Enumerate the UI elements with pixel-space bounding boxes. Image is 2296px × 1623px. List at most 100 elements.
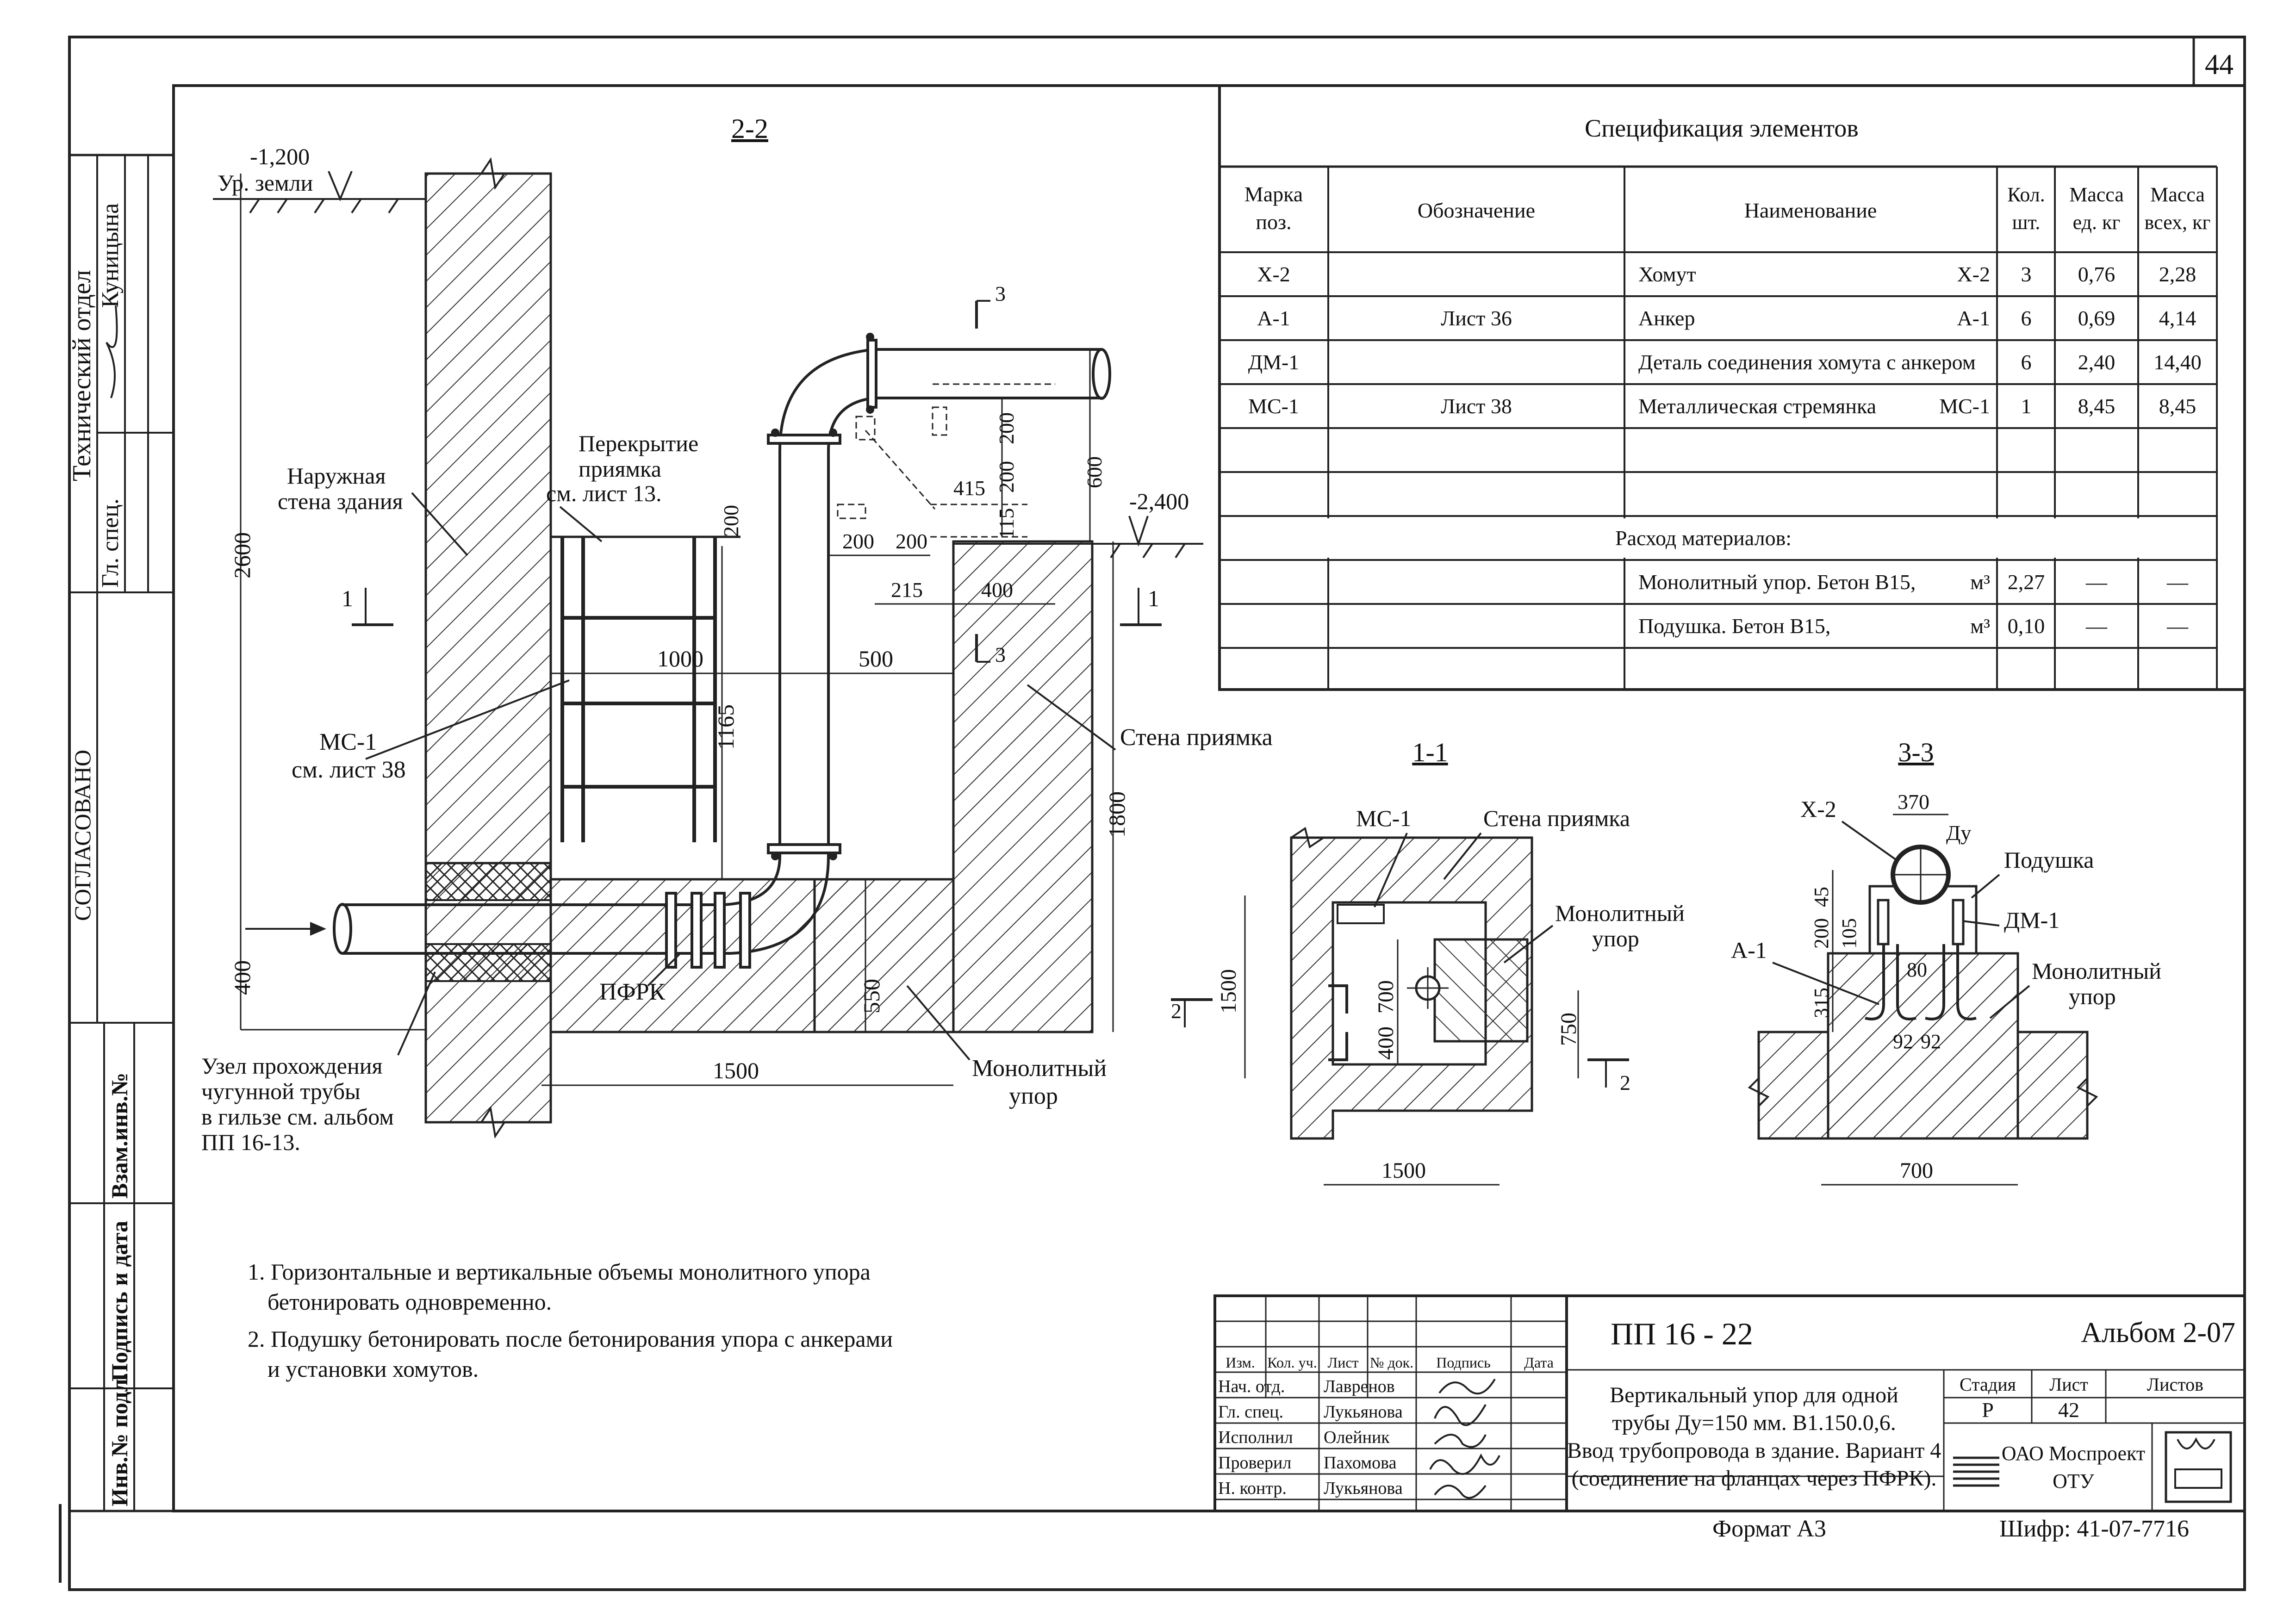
- svg-text:1: 1: [342, 585, 353, 611]
- svg-text:400: 400: [1374, 1026, 1398, 1060]
- svg-text:шт.: шт.: [2012, 211, 2041, 234]
- svg-text:600: 600: [1083, 456, 1106, 488]
- svg-text:Взам.инв.№: Взам.инв.№: [106, 1073, 132, 1199]
- svg-text:Расход материалов:: Расход материалов:: [1615, 526, 1792, 550]
- svg-text:Деталь соединения хомута с анк: Деталь соединения хомута с анкером: [1638, 350, 1976, 374]
- svg-text:Стена приямка: Стена приямка: [1483, 805, 1630, 831]
- svg-text:Марка: Марка: [1244, 182, 1303, 206]
- svg-text:Пахомова: Пахомова: [1324, 1453, 1397, 1473]
- svg-text:и установки хомутов.: и установки хомутов.: [268, 1356, 479, 1382]
- section-3-3: 3-3 Х-2 Ду Подушка ДМ-1 А-1 Монолитный у…: [1731, 737, 2161, 1186]
- svg-text:200: 200: [842, 529, 874, 553]
- svg-text:8,45: 8,45: [2078, 394, 2116, 418]
- svg-text:700: 700: [1900, 1158, 1933, 1183]
- svg-text:Хомут: Хомут: [1638, 262, 1696, 286]
- svg-text:Лукьянова: Лукьянова: [1324, 1479, 1403, 1498]
- svg-text:3: 3: [2021, 262, 2032, 286]
- svg-text:см. лист 38: см. лист 38: [292, 757, 406, 783]
- svg-text:см. лист 13.: см. лист 13.: [546, 480, 662, 506]
- svg-text:чугунной трубы: чугунной трубы: [201, 1078, 361, 1104]
- svg-text:А-1: А-1: [1257, 306, 1290, 330]
- svg-text:Монолитный: Монолитный: [972, 1055, 1107, 1082]
- svg-text:№ док.: № док.: [1370, 1354, 1413, 1371]
- svg-text:115: 115: [995, 508, 1018, 539]
- svg-text:45: 45: [1810, 887, 1833, 907]
- svg-text:3-3: 3-3: [1898, 737, 1934, 767]
- svg-text:6: 6: [2021, 306, 2032, 330]
- pit-wall: [952, 540, 1094, 1033]
- svg-text:Проверил: Проверил: [1218, 1453, 1291, 1473]
- svg-text:Подпись: Подпись: [1436, 1354, 1491, 1371]
- svg-text:Х-2: Х-2: [1957, 262, 1990, 286]
- svg-text:14,40: 14,40: [2153, 350, 2202, 374]
- svg-text:400: 400: [229, 960, 255, 995]
- svg-text:2,27: 2,27: [2008, 570, 2045, 594]
- svg-text:в гильзе см. альбом: в гильзе см. альбом: [201, 1104, 394, 1130]
- notes: 1. Горизонтальные и вертикальные объемы …: [248, 1259, 893, 1382]
- side-stamp: Технический отдел Гл. спец. Куницына СОГ…: [68, 154, 175, 1512]
- svg-text:Инв.№ подл.: Инв.№ подл.: [106, 1373, 132, 1506]
- section-2-2-title: 2-2: [731, 113, 768, 144]
- svg-text:Металлическая стремянка: Металлическая стремянка: [1638, 394, 1876, 418]
- svg-text:200: 200: [719, 505, 743, 537]
- svg-text:А-1: А-1: [1957, 306, 1990, 330]
- svg-text:упор: упор: [1592, 926, 1639, 951]
- svg-text:Наружная: Наружная: [287, 463, 386, 489]
- svg-text:700: 700: [1374, 980, 1398, 1014]
- svg-text:200: 200: [1810, 918, 1833, 949]
- section-1-1: 1-1 МС-1 Стена приямка Монолитный упор 1…: [1171, 737, 1685, 1186]
- svg-text:Н. контр.: Н. контр.: [1218, 1479, 1287, 1498]
- svg-text:Анкер: Анкер: [1638, 306, 1695, 330]
- svg-text:2,28: 2,28: [2159, 262, 2196, 286]
- svg-text:Лист 38: Лист 38: [1441, 394, 1512, 418]
- svg-text:Лист: Лист: [1327, 1354, 1358, 1371]
- svg-text:200: 200: [896, 529, 927, 553]
- svg-text:Обозначение: Обозначение: [1418, 199, 1535, 222]
- svg-text:Подушка. Бетон В15,: Подушка. Бетон В15,: [1638, 614, 1830, 638]
- title-block: Изм. Кол. уч. Лист № док. Подпись Дата Н…: [1213, 1294, 2246, 1542]
- svg-text:92: 92: [1921, 1030, 1941, 1053]
- svg-text:200: 200: [995, 461, 1018, 493]
- svg-text:Дата: Дата: [1524, 1354, 1554, 1371]
- svg-text:Шифр: 41-07-7716: Шифр: 41-07-7716: [1999, 1516, 2189, 1542]
- svg-text:Гл. спец.: Гл. спец.: [1218, 1402, 1283, 1422]
- drawing-code: ПП 16 - 22: [1611, 1316, 1753, 1351]
- svg-text:всех, кг: всех, кг: [2145, 211, 2211, 234]
- svg-text:2600: 2600: [229, 532, 255, 578]
- svg-text:приямка: приямка: [579, 456, 661, 482]
- svg-text:Формат А3: Формат А3: [1712, 1516, 1826, 1542]
- svg-text:Кол. уч.: Кол. уч.: [1267, 1354, 1317, 1371]
- svg-text:2. Подушку бетонировать после: 2. Подушку бетонировать после бетонирова…: [248, 1326, 893, 1352]
- svg-text:Лист: Лист: [2049, 1374, 2088, 1395]
- svg-text:МС-1: МС-1: [319, 729, 377, 755]
- svg-text:1500: 1500: [713, 1057, 759, 1083]
- svg-text:—: —: [2085, 570, 2108, 594]
- svg-text:1500: 1500: [1216, 969, 1241, 1014]
- svg-text:Подпись и дата: Подпись и дата: [106, 1221, 132, 1381]
- svg-text:6: 6: [2021, 350, 2032, 374]
- svg-text:бетонировать одновременно.: бетонировать одновременно.: [268, 1289, 552, 1315]
- svg-text:42: 42: [2058, 1398, 2079, 1422]
- svg-text:трубы Ду=150 мм. В1.150.0,6.: трубы Ду=150 мм. В1.150.0,6.: [1612, 1411, 1896, 1435]
- svg-text:Масса: Масса: [2150, 183, 2205, 206]
- svg-text:ДМ-1: ДМ-1: [1248, 350, 1300, 374]
- vertical-pipe: [722, 348, 1111, 955]
- svg-text:Монолитный: Монолитный: [2032, 958, 2161, 984]
- svg-text:ОТУ: ОТУ: [2053, 1470, 2095, 1492]
- svg-text:1: 1: [2021, 394, 2032, 418]
- svg-text:Монолитный упор. Бетон В15,: Монолитный упор. Бетон В15,: [1638, 570, 1916, 594]
- svg-text:105: 105: [1838, 918, 1860, 949]
- svg-text:1800: 1800: [1104, 791, 1130, 838]
- svg-text:1: 1: [1148, 585, 1159, 611]
- svg-text:Ур. земли: Ур. земли: [218, 170, 313, 196]
- svg-text:МС-1: МС-1: [1248, 394, 1299, 418]
- svg-text:215: 215: [891, 578, 923, 602]
- svg-text:1-1: 1-1: [1412, 737, 1448, 767]
- svg-text:Ввод трубопровода в здание. Ва: Ввод трубопровода в здание. Вариант 4: [1567, 1438, 1941, 1463]
- svg-text:ОАО Моспроект: ОАО Моспроект: [2002, 1442, 2145, 1465]
- svg-text:Р: Р: [1982, 1398, 1994, 1422]
- svg-text:—: —: [2085, 614, 2108, 638]
- svg-text:315: 315: [1810, 988, 1833, 1018]
- quality-seal-icon: [2165, 1431, 2232, 1503]
